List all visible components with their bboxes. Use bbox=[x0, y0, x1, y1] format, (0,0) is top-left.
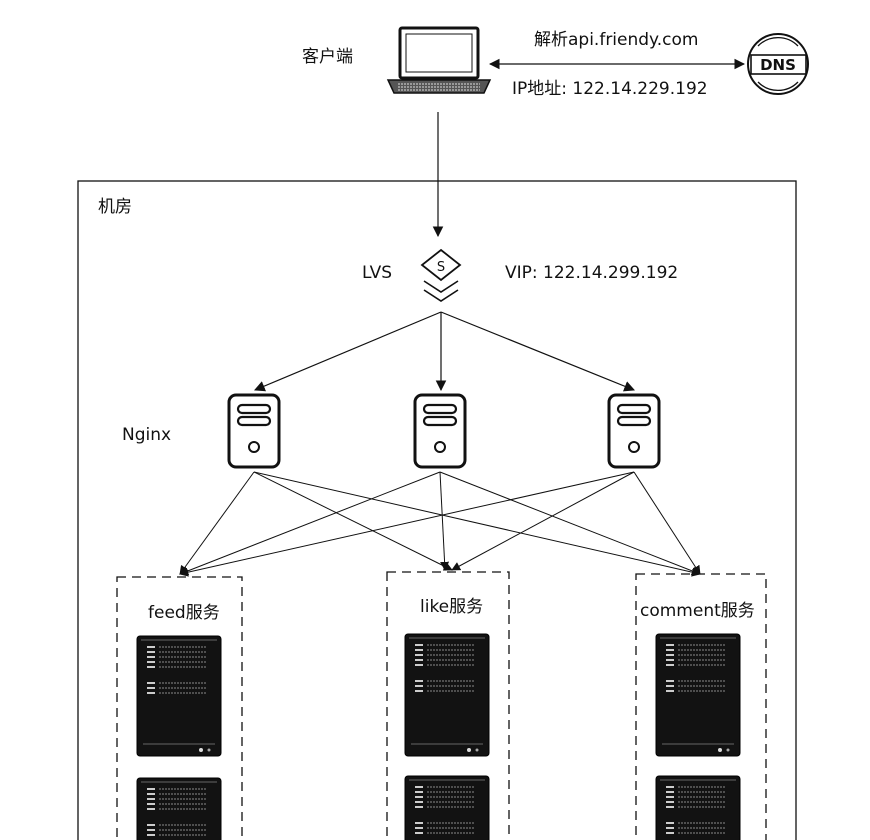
mesh-arrow bbox=[633, 471, 701, 575]
service-label-like: like服务 bbox=[420, 597, 483, 617]
service-group-comment bbox=[635, 573, 767, 840]
mesh-arrow bbox=[179, 471, 635, 577]
lvs-arrow-right bbox=[440, 311, 636, 392]
dns-response-label: IP地址: 122.14.229.192 bbox=[512, 79, 708, 99]
mesh-arrow bbox=[253, 471, 453, 571]
lvs-label: LVS bbox=[362, 263, 392, 283]
service-group-like bbox=[386, 571, 510, 840]
mesh-arrow bbox=[439, 471, 701, 576]
server-rack-icon bbox=[136, 635, 222, 757]
server-rack-icon bbox=[655, 775, 741, 840]
nginx-to-service-arrows bbox=[179, 471, 701, 577]
dns-icon-text: DNS bbox=[760, 56, 796, 74]
lvs-layers-icon: S bbox=[420, 248, 462, 302]
service-group-feed bbox=[116, 576, 243, 840]
server-rack-icon bbox=[655, 633, 741, 757]
server-rack-icon bbox=[404, 633, 490, 757]
mesh-arrow bbox=[451, 471, 635, 571]
client-label: 客户端 bbox=[302, 47, 353, 67]
mesh-arrow bbox=[439, 471, 450, 571]
mesh-arrow bbox=[179, 471, 441, 576]
mesh-arrow bbox=[253, 471, 701, 577]
nginx-label: Nginx bbox=[122, 425, 171, 445]
lvs-icon-glyph: S bbox=[437, 260, 445, 275]
server-tower-icon bbox=[227, 393, 281, 469]
rack-servers bbox=[136, 633, 741, 840]
server-tower-icon bbox=[413, 393, 467, 469]
lvs-to-nginx-arrows bbox=[254, 311, 636, 392]
dns-globe-icon: DNS bbox=[747, 33, 809, 95]
datacenter-frame bbox=[77, 180, 797, 840]
mesh-arrow bbox=[179, 471, 255, 575]
dns-request-label: 解析api.friendy.com bbox=[534, 30, 698, 50]
server-rack-icon bbox=[404, 775, 490, 840]
service-label-feed: feed服务 bbox=[148, 603, 220, 623]
lvs-vip-label: VIP: 122.14.299.192 bbox=[505, 263, 678, 283]
server-rack-icon bbox=[136, 777, 222, 840]
datacenter-label: 机房 bbox=[98, 197, 132, 217]
server-tower-icon bbox=[607, 393, 661, 469]
laptop-icon bbox=[386, 26, 492, 94]
lvs-arrow-left bbox=[254, 311, 442, 392]
service-label-comment: comment服务 bbox=[640, 601, 755, 621]
